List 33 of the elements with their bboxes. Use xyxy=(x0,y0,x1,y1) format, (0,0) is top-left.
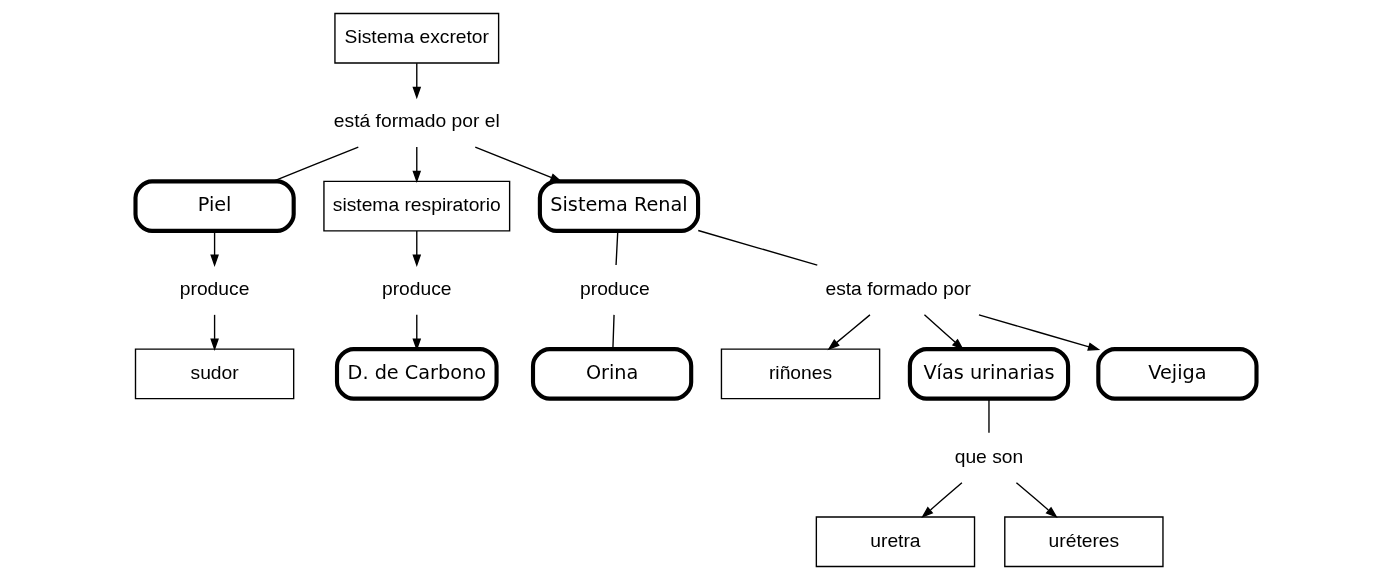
node-box: D. de Carbono xyxy=(334,347,499,401)
node-text: esta formado por xyxy=(825,278,971,300)
node-box: uretra xyxy=(815,516,976,568)
node-box: Vejiga xyxy=(1096,347,1259,401)
node-box: sistema respiratorio xyxy=(323,180,511,232)
node-text: está formado por el xyxy=(333,110,500,132)
arrow xyxy=(921,481,963,518)
node-box: riñones xyxy=(720,348,881,400)
arrow xyxy=(412,230,422,267)
arrow xyxy=(210,314,219,351)
connector xyxy=(615,230,619,266)
arrow xyxy=(412,62,422,100)
node-text: produce xyxy=(381,278,452,300)
node-box: Piel xyxy=(133,179,296,233)
arrow xyxy=(474,146,563,183)
arrow xyxy=(412,146,422,184)
node-text: produce xyxy=(179,278,250,300)
connector xyxy=(612,314,615,350)
node-box: uréteres xyxy=(1004,516,1164,568)
node-text: que son xyxy=(954,445,1024,467)
node-box: Orina xyxy=(530,347,694,401)
arrow xyxy=(827,314,871,351)
node-box: Vías urinarias xyxy=(907,347,1071,401)
connector xyxy=(272,146,359,182)
arrow xyxy=(210,230,219,267)
arrow xyxy=(1015,481,1058,518)
node-text: produce xyxy=(580,278,650,300)
connector xyxy=(697,229,818,266)
node-box: Sistema excretor xyxy=(334,12,500,64)
connector xyxy=(988,398,990,434)
node-box: sudor xyxy=(134,348,295,400)
node-box: Sistema Renal xyxy=(537,179,701,233)
arrow xyxy=(978,314,1101,351)
